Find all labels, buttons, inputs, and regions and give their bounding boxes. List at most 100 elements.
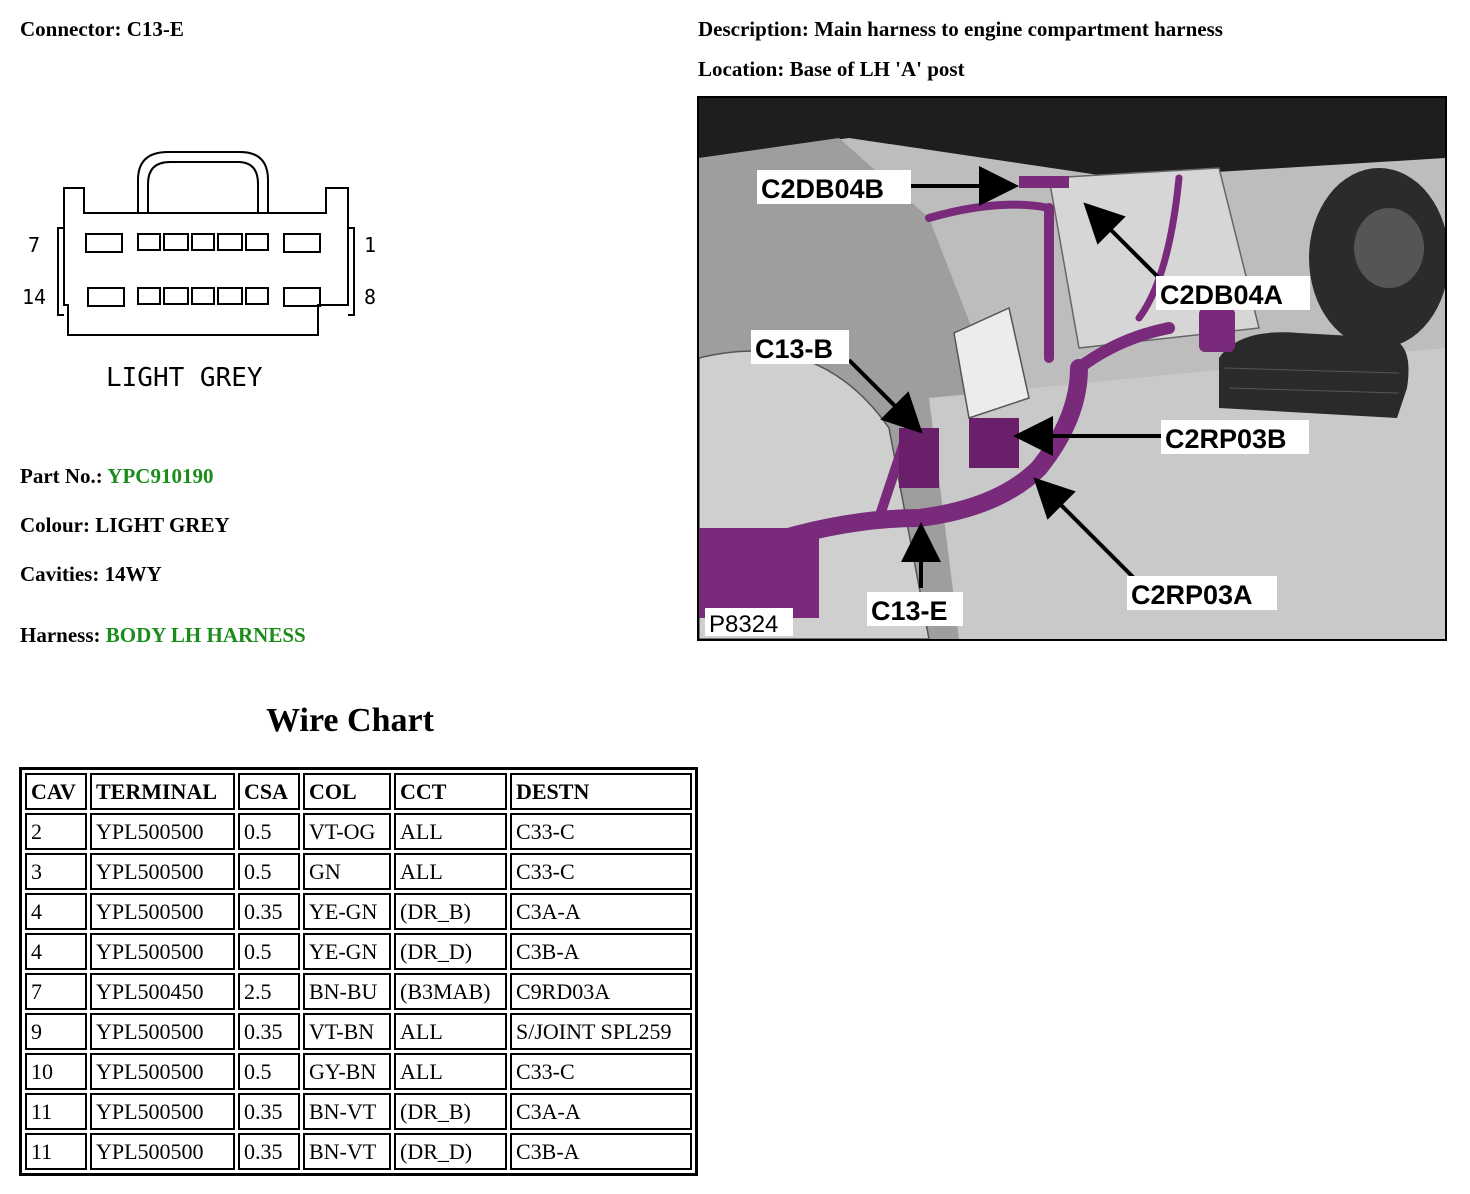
table-header-row: CAV TERMINAL CSA COL CCT DESTN [25,773,692,810]
wire-chart-title: Wire Chart [266,702,434,739]
callout-c13b: C13-B [755,334,833,364]
cell-terminal: YPL500500 [90,933,235,970]
cell-cct: (DR_B) [394,1093,507,1130]
description-label: Description: [698,17,809,41]
pin-label-8: 8 [364,285,376,309]
harness-label: Harness: [20,623,101,647]
cell-destn: C33-C [510,853,692,890]
cell-destn: C33-C [510,813,692,850]
cell-cav: 9 [25,1013,87,1050]
cell-cct: (DR_B) [394,893,507,930]
header-csa: CSA [238,773,300,810]
cell-cav: 2 [25,813,87,850]
connector-line: Connector: C13-E [20,17,184,42]
cell-terminal: YPL500500 [90,893,235,930]
cell-cav: 7 [25,973,87,1010]
cell-terminal: YPL500450 [90,973,235,1010]
cell-cav: 11 [25,1093,87,1130]
photo-reference: P8324 [709,611,778,638]
cell-col: BN-VT [303,1093,391,1130]
cell-terminal: YPL500500 [90,813,235,850]
cell-terminal: YPL500500 [90,1053,235,1090]
callout-c2db04a: C2DB04A [1160,280,1283,310]
location-line: Location: Base of LH 'A' post [698,57,965,82]
harness-line: Harness: BODY LH HARNESS [20,623,306,648]
cavities-line: Cavities: 14WY [20,562,162,587]
header-cav: CAV [25,773,87,810]
cell-destn: C3B-A [510,1133,692,1170]
cell-col: GN [303,853,391,890]
part-no-line: Part No.: YPC910190 [20,464,213,489]
colour-label: Colour: [20,513,90,537]
callout-c13e: C13-E [871,596,948,626]
cell-cct: (DR_D) [394,1133,507,1170]
cell-csa: 0.35 [238,893,300,930]
cell-csa: 2.5 [238,973,300,1010]
cell-terminal: YPL500500 [90,1133,235,1170]
cell-col: YE-GN [303,893,391,930]
part-no-link[interactable]: YPC910190 [107,464,214,488]
cell-cav: 4 [25,893,87,930]
cell-destn: S/JOINT SPL259 [510,1013,692,1050]
callout-c2rp03a: C2RP03A [1131,580,1253,610]
cell-col: BN-BU [303,973,391,1010]
colour-value: LIGHT GREY [95,513,230,537]
description-value: Main harness to engine compartment harne… [814,17,1223,41]
cell-col: VT-BN [303,1013,391,1050]
cell-csa: 0.35 [238,1133,300,1170]
cell-cct: (DR_D) [394,933,507,970]
cell-cct: ALL [394,853,507,890]
cell-destn: C3A-A [510,893,692,930]
cavities-label: Cavities: [20,562,100,586]
cell-cct: ALL [394,1013,507,1050]
cell-cct: (B3MAB) [394,973,507,1010]
cell-destn: C3A-A [510,1093,692,1130]
cell-cct: ALL [394,813,507,850]
harness-link[interactable]: BODY LH HARNESS [105,623,306,647]
cell-destn: C3B-A [510,933,692,970]
callout-c2db04b: C2DB04B [761,174,884,204]
colour-line: Colour: LIGHT GREY [20,513,230,538]
cell-col: BN-VT [303,1133,391,1170]
cell-csa: 0.35 [238,1013,300,1050]
cell-cct: ALL [394,1053,507,1090]
cell-destn: C9RD03A [510,973,692,1010]
location-illustration: C2DB04B C2DB04A C13-B C2RP03B C2RP03A C1… [699,98,1445,639]
cell-col: VT-OG [303,813,391,850]
pin-label-1: 1 [364,233,376,257]
cell-csa: 0.5 [238,933,300,970]
cell-cav: 10 [25,1053,87,1090]
location-value: Base of LH 'A' post [789,57,965,81]
header-col: COL [303,773,391,810]
cell-col: GY-BN [303,1053,391,1090]
location-label: Location: [698,57,785,81]
connector-face-diagram: 7 1 14 8 LIGHT GREY [18,140,418,400]
connector-label: Connector: [20,17,122,41]
header-cct: CCT [394,773,507,810]
cell-terminal: YPL500500 [90,853,235,890]
cell-col: YE-GN [303,933,391,970]
cell-csa: 0.5 [238,853,300,890]
callout-c2rp03b: C2RP03B [1165,424,1287,454]
cell-terminal: YPL500500 [90,1013,235,1050]
pin-label-7: 7 [28,233,40,257]
cavities-value: 14WY [104,562,162,586]
pin-label-14: 14 [22,285,46,309]
header-terminal: TERMINAL [90,773,235,810]
cell-cav: 4 [25,933,87,970]
cell-terminal: YPL500500 [90,1093,235,1130]
cell-csa: 0.5 [238,1053,300,1090]
cell-destn: C33-C [510,1053,692,1090]
header-destn: DESTN [510,773,692,810]
